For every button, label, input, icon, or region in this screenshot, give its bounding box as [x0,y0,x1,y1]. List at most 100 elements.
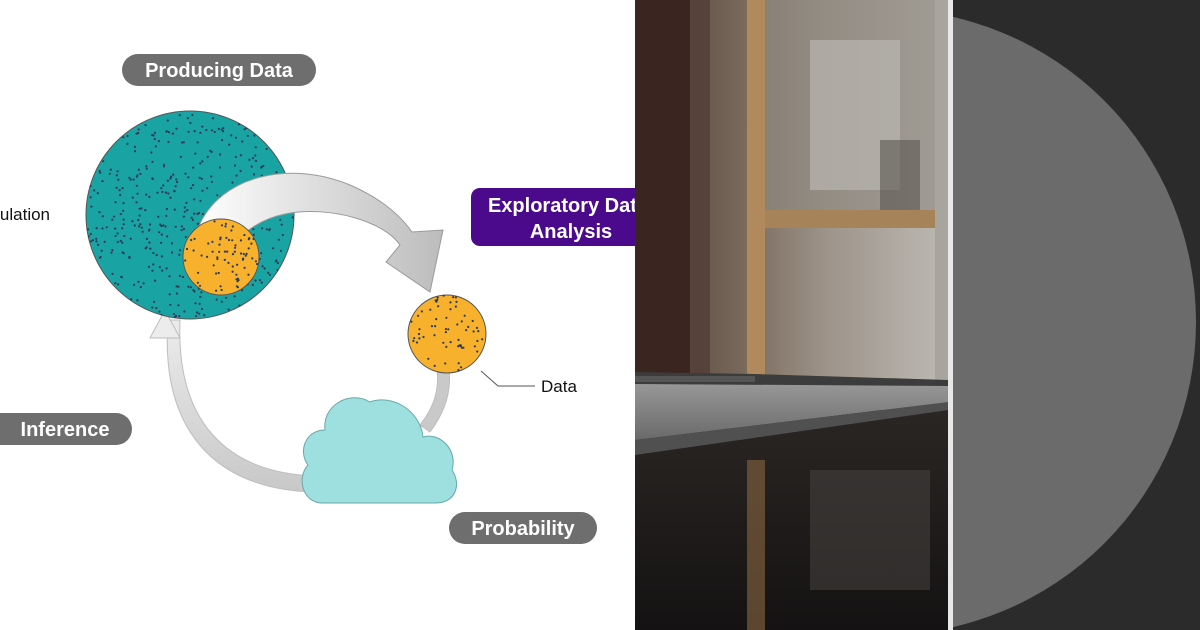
texture-dot [162,163,166,166]
texture-dot [233,250,236,253]
sample-circle [182,218,260,296]
texture-dot [253,134,256,137]
texture-dot [144,124,147,127]
texture-dot [209,149,212,152]
texture-dot [114,282,117,285]
texture-dot [412,339,415,343]
texture-dot [447,328,450,331]
eda-label-line1: Exploratory Data [488,195,635,217]
texture-dot [250,165,253,168]
texture-dot [252,173,256,176]
texture-dot [435,318,438,321]
texture-dot [116,232,119,235]
texture-dot [418,337,421,340]
diagram-canvas: Producing Data Exploratory Data Analysis… [0,54,635,544]
texture-dot [171,251,174,254]
texture-dot [164,191,168,194]
texture-dot [187,130,190,133]
texture-dot [225,236,228,239]
texture-dot [252,237,255,241]
texture-dot [291,216,294,219]
texture-dot [116,170,119,173]
cloud-icon [301,397,457,504]
texture-dot [222,126,225,130]
data-dots [410,295,484,372]
texture-dot [246,134,249,137]
texture-dot [193,237,196,240]
texture-dot [248,158,251,161]
texture-dot [220,128,223,131]
texture-dot [236,280,239,283]
texture-dot [256,262,259,266]
texture-dot [141,230,144,233]
texture-dot [158,266,161,269]
texture-dot [89,232,92,236]
texture-dot [235,174,238,177]
texture-dot [122,252,125,255]
texture-dot [455,300,458,303]
texture-dot [152,251,155,255]
texture-dot [433,364,436,367]
texture-dot [180,229,183,232]
texture-dot [449,301,452,304]
texture-dot [231,239,234,242]
return-arrow-icon [166,319,319,493]
texture-dot [254,260,257,263]
texture-dot [169,177,172,180]
texture-dot [254,146,257,149]
texture-dot [244,254,247,257]
texture-dot [153,138,156,141]
texture-dot [206,155,209,158]
texture-dot [185,247,189,251]
texture-dot [218,243,221,246]
texture-dot [230,134,233,137]
texture-dot [168,293,171,296]
sample-dots [184,220,259,292]
texture-dot [189,286,192,289]
inference-label: Inference [21,419,110,441]
texture-dot [182,141,185,144]
texture-dot [87,228,90,231]
texture-dot [110,251,113,254]
texture-dot [427,357,430,360]
texture-dot [420,310,423,313]
texture-dot [449,308,452,311]
texture-dot [192,249,195,252]
texture-dot [151,269,154,272]
texture-dot [167,131,171,134]
texture-dot [433,334,436,337]
texture-dot [238,304,241,307]
texture-dot [135,132,138,135]
texture-dot [151,134,154,137]
texture-dot [121,227,124,230]
texture-dot [169,196,172,199]
texture-dot [459,345,462,348]
texture-dot [113,215,116,218]
texture-dot [148,195,151,198]
texture-dot [481,338,484,341]
probability-connector-icon [419,369,451,433]
texture-dot [221,139,224,142]
texture-dot [121,241,124,244]
texture-dot [139,172,142,175]
texture-dot [140,226,143,229]
texture-dot [182,227,185,231]
texture-dot [213,130,216,134]
texture-dot [198,302,201,305]
texture-dot [227,261,230,264]
texture-dot [151,160,154,163]
texture-dot [449,341,452,344]
texture-dot [136,192,139,195]
texture-dot [168,275,171,278]
texture-dot [234,155,237,159]
texture-dot [239,169,242,173]
texture-dot [171,132,174,135]
texture-dot [167,140,170,143]
texture-dot [145,237,148,240]
texture-dot [144,209,147,212]
texture-dot [90,240,93,243]
texture-dot [193,198,196,201]
texture-dot [131,220,134,223]
texture-dot [473,345,476,348]
texture-dot [175,178,178,181]
